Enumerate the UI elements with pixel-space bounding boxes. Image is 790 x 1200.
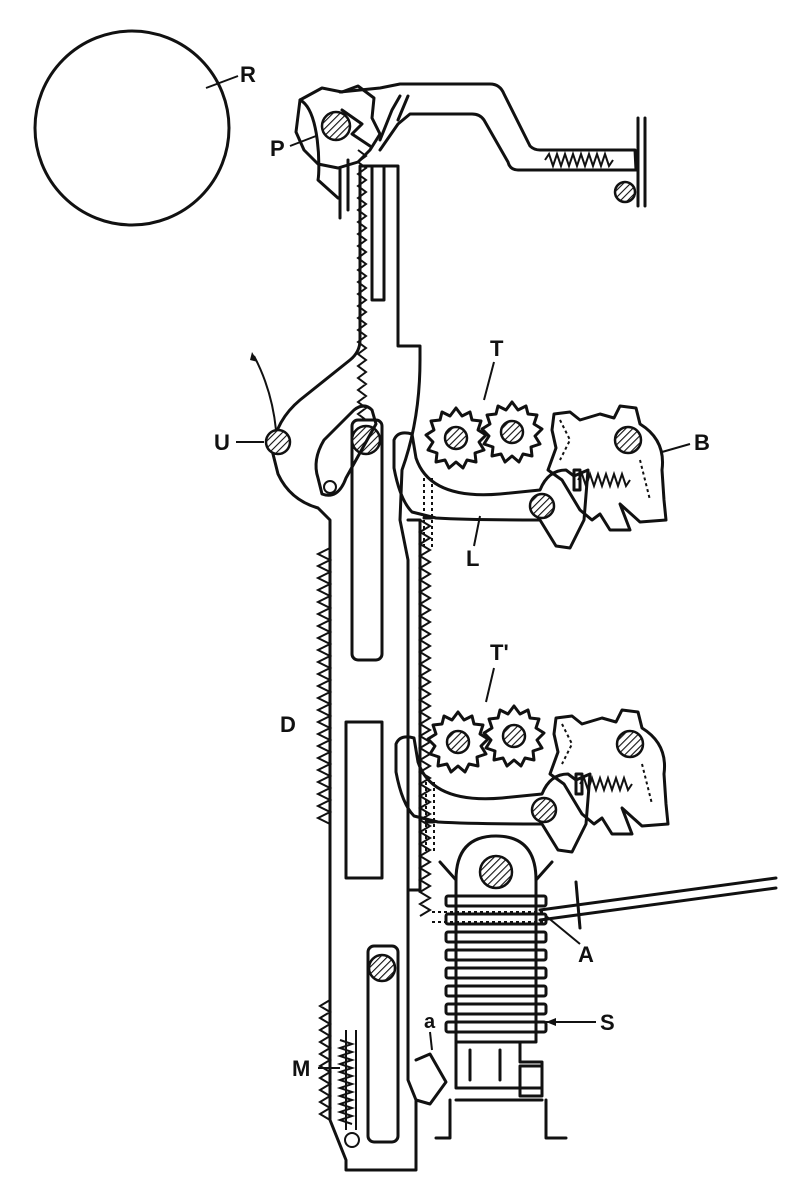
label-b-leader [661,443,691,453]
slot-middle [344,720,384,880]
label-r: R [240,62,256,87]
upper-arm-spring [544,150,614,170]
pinion-p [289,84,382,220]
gear-tp-right [482,704,546,768]
slot-lower [366,944,400,1144]
spring-base [434,1040,568,1140]
bracket-b [546,404,668,532]
label-b: B [694,430,710,455]
gear-tp-left [426,710,490,774]
spring-coils [444,894,548,1034]
wheel-r [33,29,231,227]
pin-u [264,428,292,456]
gear-t-right [480,400,544,464]
label-d: D [280,712,296,737]
lever-l-lower [394,735,592,854]
label-p: P [270,136,285,161]
spring-assembly-s [432,834,778,1140]
label-t-prime: T' [490,640,509,665]
label-l: L [466,546,480,571]
right-rack [406,518,422,892]
label-a-lower: a [424,1011,436,1033]
rack-d-teeth-left [315,547,333,825]
label-r-leader [205,75,239,89]
lever-l [392,431,590,550]
label-t-leader [483,361,495,401]
label-u: U [214,430,230,455]
label-l-leader [473,515,481,547]
label-a-leader-line [545,915,581,945]
label-t: T [490,336,504,361]
rack-d [270,164,422,1172]
label-s: S [600,1010,615,1035]
label-a-upper: A [578,942,594,967]
gear-set-t [392,361,691,550]
slot-upper [350,418,384,662]
gear-t-left [424,406,488,470]
gear-set-t-prime [394,667,670,854]
upper-rack [370,164,386,302]
label-t-prime-leader [485,667,495,703]
label-m: M [292,1056,311,1081]
hook-a [414,1052,448,1106]
bracket-b-lower [548,708,670,836]
label-p-leader [289,135,317,147]
upper-arm [338,82,638,172]
label-a-leader [429,1031,433,1051]
link-lever [314,404,378,497]
